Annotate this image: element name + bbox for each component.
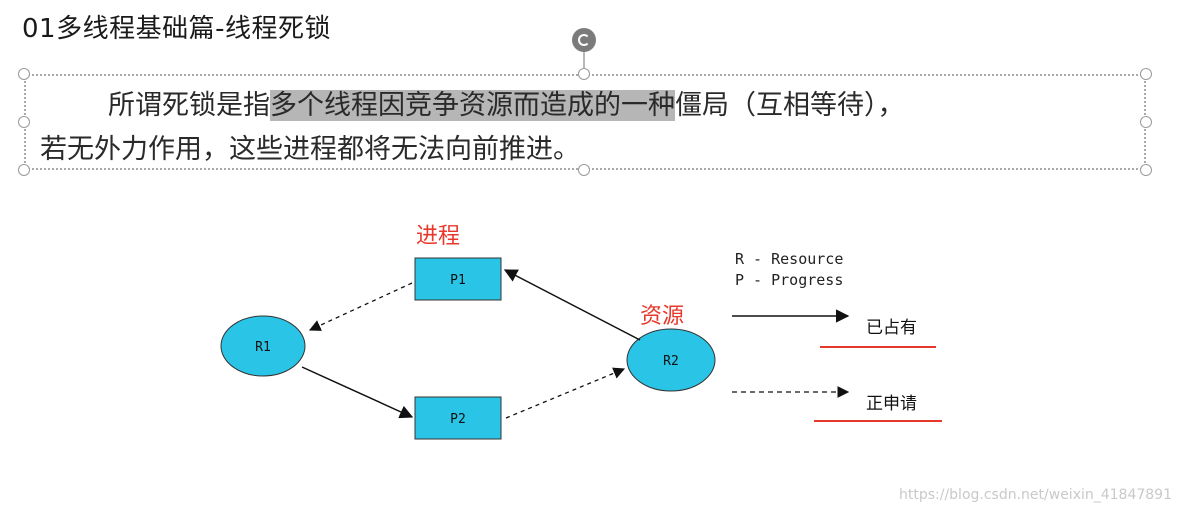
node-r2-label: R2 — [663, 354, 679, 369]
legend-occupied: 已占有 — [866, 318, 917, 338]
resize-handle-right[interactable] — [1140, 116, 1152, 128]
label-process: 进程 — [416, 224, 461, 249]
edge-r2-held-by-p1 — [503, 269, 641, 341]
node-p2 — [414, 396, 502, 440]
para-text-1: 所谓死锁是指 — [108, 90, 270, 121]
resize-handle-top-left[interactable] — [18, 68, 30, 80]
node-r2 — [626, 328, 716, 392]
edge-p1-requests-r1 — [308, 282, 413, 331]
resize-handle-bottom-right[interactable] — [1140, 164, 1152, 176]
slide-title: 01多线程基础篇-线程死锁 — [22, 14, 331, 44]
para-line-2: 若无外力作用，这些进程都将无法向前推进。 — [40, 134, 580, 165]
edge-p2-requests-r2 — [505, 367, 626, 419]
para-highlight: 多个线程因竞争资源而造成的一种 — [270, 90, 675, 121]
node-r1 — [220, 315, 306, 377]
node-r1-label: R1 — [255, 340, 271, 355]
resize-handle-top[interactable] — [578, 68, 590, 80]
rotate-handle-stem — [583, 52, 585, 74]
node-p1 — [414, 257, 502, 301]
node-p1-label: P1 — [450, 273, 466, 288]
node-p2-label: P2 — [450, 412, 466, 427]
legend-resource: R - Resource — [735, 250, 844, 268]
resize-handle-bottom-left[interactable] — [18, 164, 30, 176]
resize-handle-bottom[interactable] — [578, 164, 590, 176]
legend-progress: P - Progress — [735, 271, 844, 289]
rotate-handle[interactable] — [572, 28, 596, 52]
edge-r1-held-by-p2 — [301, 366, 414, 419]
resize-handle-top-right[interactable] — [1140, 68, 1152, 80]
resize-handle-left[interactable] — [18, 116, 30, 128]
para-text-2: 僵局（互相等待）， — [675, 90, 905, 121]
label-resource: 资源 — [640, 304, 685, 329]
watermark: https://blog.csdn.net/weixin_41847891 — [898, 487, 1172, 503]
deadlock-definition[interactable]: 所谓死锁是指多个线程因竞争资源而造成的一种僵局（互相等待）， 若无外力作用，这些… — [40, 84, 1120, 172]
legend-requesting: 正申请 — [866, 394, 917, 414]
